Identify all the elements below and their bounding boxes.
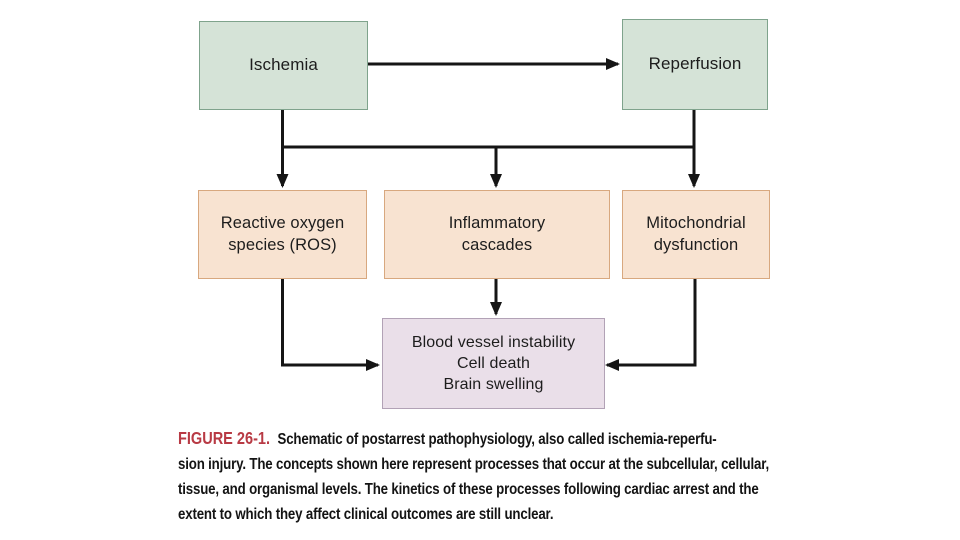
node-reactive-oxygen-species: Reactive oxygen species (ROS) <box>198 190 367 279</box>
node-outcomes-label-line2: Cell death <box>456 354 531 372</box>
caption-line-4: extent to which they affect clinical out… <box>178 506 554 523</box>
node-inflammatory-cascades: Inflammatory cascades <box>384 190 610 279</box>
node-ros-label-line1: Reactive oxygen <box>220 213 345 232</box>
node-outcomes-label-line3: Brain swelling <box>443 376 544 394</box>
arrow-mitochondrial-to-outcomes <box>605 277 697 371</box>
node-inflammatory-label-line1: Inflammatory <box>448 213 546 232</box>
arrow-ros-to-outcomes <box>281 277 380 371</box>
caption-line-1-text: Schematic of postarrest pathophysiology,… <box>277 431 717 448</box>
caption-line-2: sion injury. The concepts shown here rep… <box>178 456 770 473</box>
figure-caption: FIGURE 26-1. Schematic of postarrest path… <box>178 426 801 527</box>
node-mitochondrial-label-line1: Mitochondrial <box>646 213 746 232</box>
node-mitochondrial-label-line2: dysfunction <box>653 235 739 254</box>
node-outcomes: Blood vessel instability Cell death Brai… <box>382 318 605 409</box>
node-ischemia: Ischemia <box>199 21 368 110</box>
caption-line-1: FIGURE 26-1. Schematic of postarrest path… <box>178 426 801 452</box>
node-mitochondrial-dysfunction: Mitochondrial dysfunction <box>622 190 770 279</box>
figure-number-label: FIGURE 26-1. <box>178 428 271 448</box>
caption-line-3: tissue, and organismal levels. The kinet… <box>178 481 759 498</box>
node-ros-label-line2: species (ROS) <box>228 235 337 254</box>
node-inflammatory-label-line2: cascades <box>461 235 533 254</box>
node-outcomes-label-line1: Blood vessel instability <box>411 333 576 351</box>
node-reperfusion-label: Reperfusion <box>648 54 742 74</box>
node-reperfusion: Reperfusion <box>622 19 768 110</box>
node-ischemia-label: Ischemia <box>249 55 318 75</box>
